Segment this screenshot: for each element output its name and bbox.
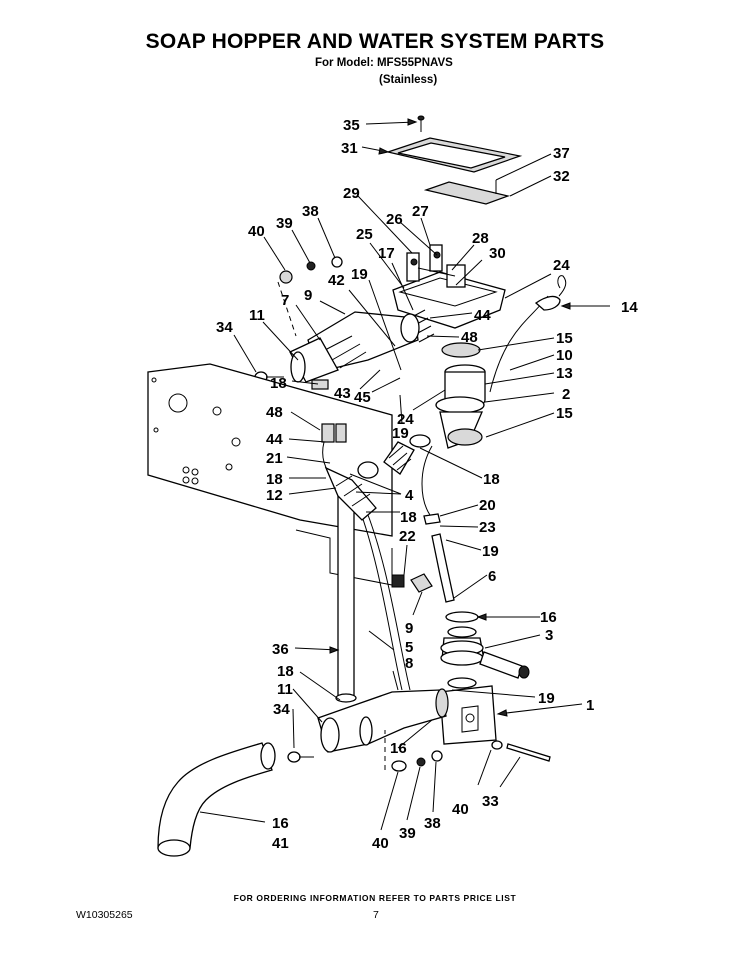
callout-11: 11 [249, 307, 265, 324]
callout-16c: 16 [272, 815, 289, 832]
callout-40b: 40 [452, 801, 469, 818]
callout-45: 45 [354, 389, 371, 406]
document-number: W10305265 [76, 909, 133, 921]
page-number: 7 [373, 909, 379, 921]
pump-seals [440, 611, 530, 689]
upper-elbow [289, 337, 339, 383]
callout-21: 21 [266, 450, 283, 467]
callout-42: 42 [328, 272, 345, 289]
callout-34b: 34 [273, 701, 290, 718]
lid-screw [417, 115, 425, 132]
callout-18d: 18 [400, 509, 417, 526]
callout-13: 13 [556, 365, 573, 382]
callout-16b: 16 [390, 740, 407, 757]
callout-43: 43 [334, 385, 351, 402]
callout-8: 8 [405, 655, 413, 672]
callout-2: 2 [562, 386, 570, 403]
callout-40: 40 [248, 223, 265, 240]
callout-24: 24 [553, 257, 570, 274]
back-panel [147, 363, 405, 588]
color-line: (Stainless) [379, 74, 438, 86]
callout-7: 7 [281, 292, 289, 309]
vent-collar [435, 342, 486, 414]
callout-31: 31 [341, 140, 358, 157]
callout-15: 15 [556, 330, 573, 347]
callout-28: 28 [472, 230, 489, 247]
callout-37: 37 [553, 145, 570, 162]
callout-33: 33 [482, 793, 499, 810]
bellows-connector [357, 434, 431, 479]
callout-41: 41 [272, 835, 289, 852]
callout-36: 36 [272, 641, 289, 658]
ordering-note: FOR ORDERING INFORMATION REFER TO PARTS … [233, 893, 517, 903]
outlet-elbow [157, 742, 276, 857]
callout-10: 10 [556, 347, 573, 364]
callout-44b: 44 [266, 431, 283, 448]
callout-11b: 11 [277, 681, 293, 698]
leader-arrowheads [329, 118, 571, 717]
dispenser-elbow [439, 411, 483, 449]
callout-20: 20 [479, 497, 496, 514]
callout-5: 5 [405, 639, 413, 656]
callout-18e: 18 [277, 663, 294, 680]
label-plate [423, 180, 511, 205]
lower-fasteners [287, 730, 551, 772]
callout-14: 14 [621, 299, 638, 316]
leader-lines [199, 121, 610, 831]
callout-19d: 19 [538, 690, 555, 707]
callout-34: 34 [216, 319, 233, 336]
callout-29: 29 [343, 185, 360, 202]
callout-17: 17 [378, 245, 395, 262]
callout-18: 18 [270, 375, 287, 392]
upper-hose [307, 311, 420, 373]
callout-40c: 40 [372, 835, 389, 852]
lower-hose [355, 499, 411, 691]
callout-38: 38 [302, 203, 319, 220]
callout-35: 35 [343, 117, 360, 134]
callout-32: 32 [553, 168, 570, 185]
callout-24b: 24 [397, 411, 414, 428]
callout-6: 6 [488, 568, 496, 585]
callout-23: 23 [479, 519, 496, 536]
main-drain-pipe [317, 688, 449, 753]
callout-12: 12 [266, 487, 283, 504]
callout-4: 4 [405, 487, 414, 504]
callout-19: 19 [351, 266, 368, 283]
soap-hopper-body [392, 244, 506, 329]
callout-26: 26 [386, 211, 403, 228]
callout-39b: 39 [399, 825, 416, 842]
callout-30: 30 [489, 245, 506, 262]
callout-19c: 19 [482, 543, 499, 560]
callout-16: 16 [540, 609, 557, 626]
hopper-lid-gasket [385, 137, 523, 173]
model-line: For Model: MFS55PNAVS [315, 57, 453, 69]
callout-9: 9 [304, 287, 312, 304]
callout-38b: 38 [424, 815, 441, 832]
callout-48: 48 [461, 329, 478, 346]
callout-18c: 18 [483, 471, 500, 488]
fill-hose [410, 445, 455, 603]
callout-22: 22 [399, 528, 416, 545]
callout-1: 1 [586, 697, 594, 714]
callout-25: 25 [356, 226, 373, 243]
callout-44: 44 [474, 307, 491, 324]
vertical-drain-tube [335, 487, 357, 703]
page-title: SOAP HOPPER AND WATER SYSTEM PARTS [145, 30, 605, 53]
callout-9b: 9 [405, 620, 413, 637]
callout-48b: 48 [266, 404, 283, 421]
callout-39: 39 [276, 215, 293, 232]
callout-18b: 18 [266, 471, 283, 488]
callout-15b: 15 [556, 405, 573, 422]
inlet-valve-cable [489, 275, 567, 393]
callout-27: 27 [412, 203, 429, 220]
callout-labels: 35 31 37 32 29 26 27 38 39 40 28 25 30 2… [216, 117, 638, 852]
upper-drain-hose [324, 466, 377, 521]
callout-3: 3 [545, 627, 553, 644]
callout-19b: 19 [392, 425, 409, 442]
